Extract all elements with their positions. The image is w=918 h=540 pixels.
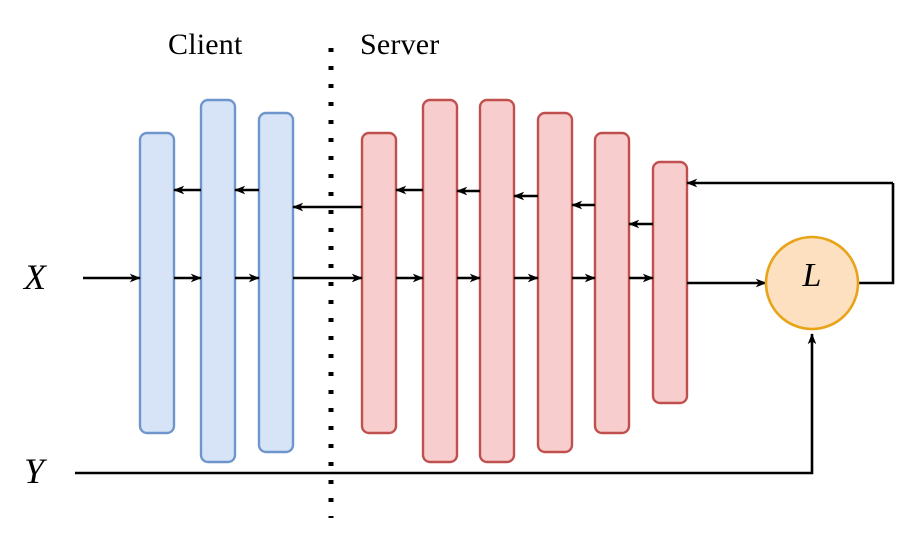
server-layer-4 — [536, 111, 574, 454]
loss-label: L — [802, 257, 822, 294]
target-label-y: Y — [24, 451, 45, 491]
gradient-return-path — [858, 183, 895, 285]
server-section-label: Server — [360, 28, 440, 61]
server-layer-3 — [478, 98, 516, 464]
server-layer-5 — [593, 131, 631, 435]
server-layer-6 — [651, 160, 689, 405]
server-layer-2 — [421, 98, 459, 464]
client-layers-group — [138, 98, 295, 464]
loss-circle — [764, 235, 860, 331]
forward-pass-arrows — [83, 273, 767, 288]
target-path-y-to-loss — [75, 333, 817, 475]
input-label-x: X — [24, 257, 46, 297]
server-layer-1 — [360, 131, 398, 435]
server-layers-group — [360, 98, 689, 464]
target-path-line — [75, 333, 817, 475]
client-layer-1 — [138, 131, 176, 435]
loss-node — [764, 235, 860, 331]
client-section-label: Client — [168, 28, 243, 61]
client-layer-3 — [257, 111, 295, 454]
gradient-return-elbow — [858, 183, 895, 285]
backward-pass-arrows — [173, 178, 893, 229]
client-layer-2 — [199, 98, 237, 464]
